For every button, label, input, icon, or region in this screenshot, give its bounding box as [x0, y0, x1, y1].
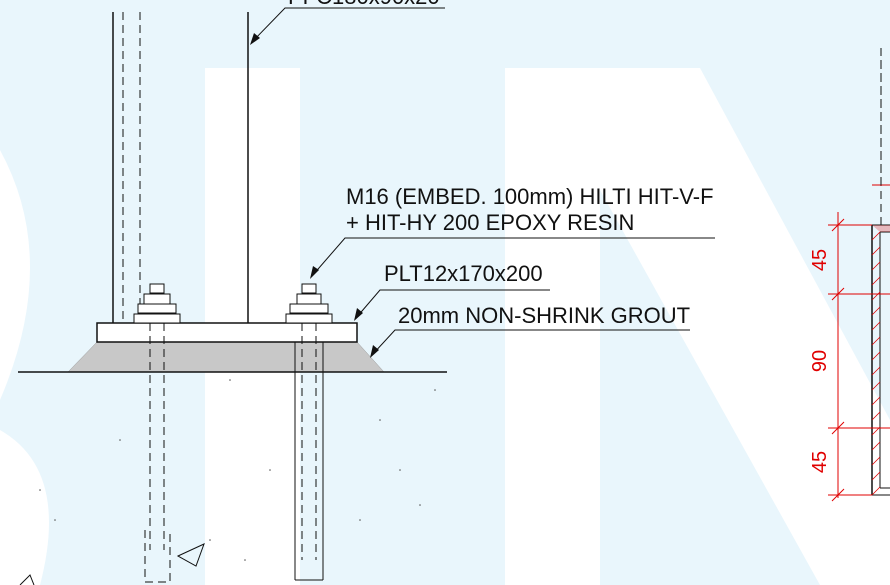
dimension-chain [828, 212, 890, 502]
section-marker-icon [19, 574, 35, 585]
section-label: PFC180x90x20 [288, 0, 440, 9]
anchor-bolt-right [285, 283, 333, 581]
steel-column [112, 12, 249, 323]
dimension-top: 45 [809, 249, 831, 271]
dimension-middle: 90 [809, 350, 831, 372]
section-marker-icon [176, 543, 205, 567]
anchor-label-line1: M16 (EMBED. 100mm) HILTI HIT-V-F [346, 184, 714, 209]
anchor-bolt-left [133, 283, 181, 583]
base-plate [96, 322, 358, 343]
grout-bed [67, 341, 385, 373]
plate-label: PLT12x170x200 [384, 261, 543, 286]
dimension-bottom: 45 [809, 451, 831, 473]
anchor-label-line2: + HIT-HY 200 EPOXY RESIN [346, 210, 634, 235]
leader-arrowheads [250, 33, 379, 358]
side-section-hatch [872, 225, 890, 232]
concrete-hatch [39, 379, 436, 561]
leader-lines [251, 7, 715, 356]
grout-label: 20mm NON-SHRINK GROUT [398, 303, 690, 328]
